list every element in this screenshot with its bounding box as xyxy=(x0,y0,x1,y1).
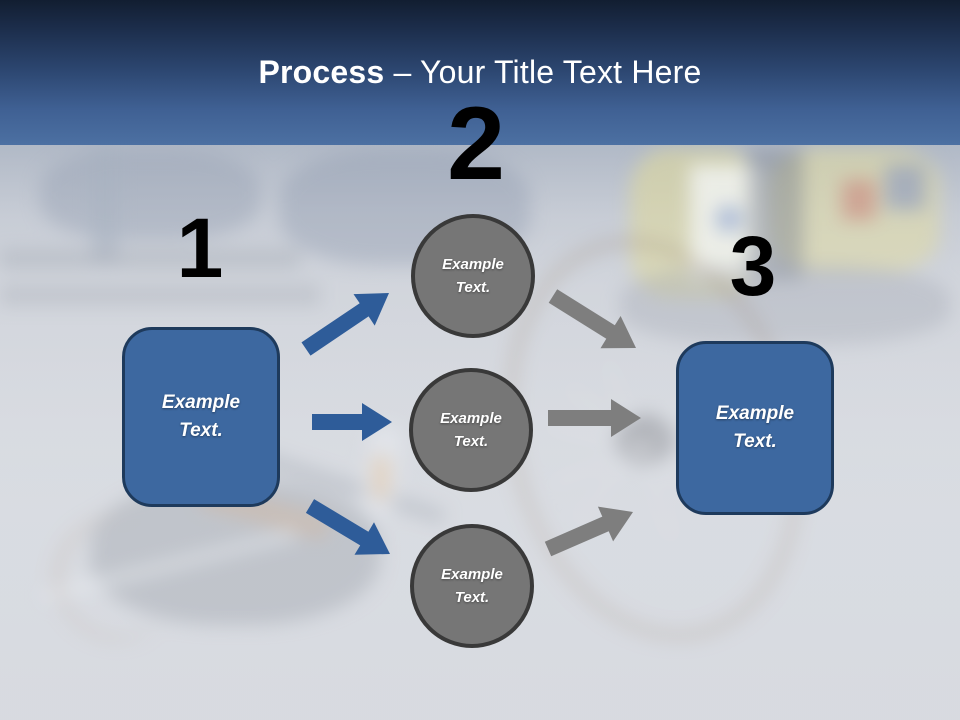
road-marking-blob xyxy=(0,285,320,305)
step2-circle-3-label: Example Text. xyxy=(441,565,503,606)
motorbike-blob xyxy=(620,265,950,345)
blue-patch-blob xyxy=(885,165,925,210)
step2-circle-2-label: Example Text. xyxy=(440,409,502,450)
car-blob xyxy=(40,150,260,240)
road-marking-blob xyxy=(0,250,300,268)
bottle-glow-blob xyxy=(372,455,390,500)
title-band: Process – Your Title Text Here xyxy=(0,0,960,145)
slide-title-rest: – Your Title Text Here xyxy=(384,54,702,90)
step3-box-label: Example Text. xyxy=(715,403,795,452)
slide-title-bold: Process xyxy=(258,54,385,90)
star-of-life-blob xyxy=(715,205,743,233)
dark-gear-blob xyxy=(748,150,803,280)
step1-box[interactable]: Example Text. xyxy=(122,327,280,507)
slide-title[interactable]: Process – Your Title Text Here xyxy=(258,54,701,91)
step3-box[interactable]: Example Text. xyxy=(676,341,834,515)
step2-circle-3[interactable]: Example Text. xyxy=(410,524,534,648)
step1-number[interactable]: 1 xyxy=(176,201,224,295)
step2-circle-1-label: Example Text. xyxy=(442,255,504,296)
red-patch-blob xyxy=(842,180,876,220)
pole-blob xyxy=(92,145,118,260)
step2-number[interactable]: 2 xyxy=(447,86,505,202)
step2-circle-2[interactable]: Example Text. xyxy=(409,368,533,492)
step3-number[interactable]: 3 xyxy=(729,219,777,313)
step1-box-label: Example Text. xyxy=(161,392,241,441)
step2-circle-1[interactable]: Example Text. xyxy=(411,214,535,338)
